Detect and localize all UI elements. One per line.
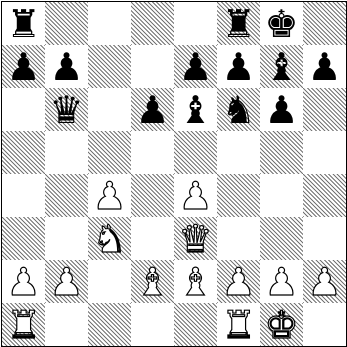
white-pawn-icon[interactable]: ♟ — [178, 177, 212, 215]
square-h3[interactable] — [303, 217, 346, 260]
square-e4[interactable]: ♟ — [174, 174, 217, 217]
square-f2[interactable]: ♟ — [217, 260, 260, 303]
black-pawn-icon[interactable]: ♟ — [264, 91, 298, 129]
square-e7[interactable]: ♟ — [174, 45, 217, 88]
black-pawn-icon[interactable]: ♟ — [6, 48, 40, 86]
square-e6[interactable]: ♝ — [174, 88, 217, 131]
square-g3[interactable] — [260, 217, 303, 260]
square-c6[interactable] — [88, 88, 131, 131]
square-b1[interactable] — [45, 303, 88, 346]
square-g5[interactable] — [260, 131, 303, 174]
white-bishop-icon[interactable]: ♝ — [135, 263, 169, 301]
square-a1[interactable]: ♜ — [2, 303, 45, 346]
white-pawn-icon[interactable]: ♟ — [221, 263, 255, 301]
black-pawn-icon[interactable]: ♟ — [221, 48, 255, 86]
white-bishop-icon[interactable]: ♝ — [178, 263, 212, 301]
square-h5[interactable] — [303, 131, 346, 174]
square-d1[interactable] — [131, 303, 174, 346]
white-queen-icon[interactable]: ♛ — [178, 220, 212, 258]
square-b6[interactable]: ♛ — [45, 88, 88, 131]
square-d2[interactable]: ♝ — [131, 260, 174, 303]
black-bishop-icon[interactable]: ♝ — [178, 91, 212, 129]
white-pawn-icon[interactable]: ♟ — [49, 263, 83, 301]
square-f8[interactable]: ♜ — [217, 2, 260, 45]
square-d4[interactable] — [131, 174, 174, 217]
square-a3[interactable] — [2, 217, 45, 260]
square-a4[interactable] — [2, 174, 45, 217]
square-g7[interactable]: ♝ — [260, 45, 303, 88]
square-e2[interactable]: ♝ — [174, 260, 217, 303]
white-pawn-icon[interactable]: ♟ — [6, 263, 40, 301]
white-pawn-icon[interactable]: ♟ — [92, 177, 126, 215]
white-rook-icon[interactable]: ♜ — [6, 306, 40, 344]
square-g8[interactable]: ♚ — [260, 2, 303, 45]
square-f4[interactable] — [217, 174, 260, 217]
square-g1[interactable]: ♚ — [260, 303, 303, 346]
square-f5[interactable] — [217, 131, 260, 174]
square-a7[interactable]: ♟ — [2, 45, 45, 88]
square-d8[interactable] — [131, 2, 174, 45]
black-bishop-icon[interactable]: ♝ — [264, 48, 298, 86]
black-rook-icon[interactable]: ♜ — [221, 5, 255, 43]
square-c4[interactable]: ♟ — [88, 174, 131, 217]
black-pawn-icon[interactable]: ♟ — [307, 48, 341, 86]
square-h7[interactable]: ♟ — [303, 45, 346, 88]
black-pawn-icon[interactable]: ♟ — [135, 91, 169, 129]
square-d6[interactable]: ♟ — [131, 88, 174, 131]
square-e3[interactable]: ♛ — [174, 217, 217, 260]
square-c5[interactable] — [88, 131, 131, 174]
square-b4[interactable] — [45, 174, 88, 217]
square-b2[interactable]: ♟ — [45, 260, 88, 303]
white-rook-icon[interactable]: ♜ — [221, 306, 255, 344]
square-b5[interactable] — [45, 131, 88, 174]
square-c3[interactable]: ♞ — [88, 217, 131, 260]
square-g4[interactable] — [260, 174, 303, 217]
square-h4[interactable] — [303, 174, 346, 217]
square-e1[interactable] — [174, 303, 217, 346]
black-queen-icon[interactable]: ♛ — [49, 91, 83, 129]
square-e8[interactable] — [174, 2, 217, 45]
square-f7[interactable]: ♟ — [217, 45, 260, 88]
square-h8[interactable] — [303, 2, 346, 45]
white-pawn-icon[interactable]: ♟ — [264, 263, 298, 301]
white-pawn-icon[interactable]: ♟ — [307, 263, 341, 301]
square-h1[interactable] — [303, 303, 346, 346]
white-king-icon[interactable]: ♚ — [264, 306, 298, 344]
square-h2[interactable]: ♟ — [303, 260, 346, 303]
square-g2[interactable]: ♟ — [260, 260, 303, 303]
square-d7[interactable] — [131, 45, 174, 88]
square-c7[interactable] — [88, 45, 131, 88]
square-c1[interactable] — [88, 303, 131, 346]
square-a5[interactable] — [2, 131, 45, 174]
square-b7[interactable]: ♟ — [45, 45, 88, 88]
square-b3[interactable] — [45, 217, 88, 260]
square-e5[interactable] — [174, 131, 217, 174]
square-c2[interactable] — [88, 260, 131, 303]
black-pawn-icon[interactable]: ♟ — [49, 48, 83, 86]
square-a8[interactable]: ♜ — [2, 2, 45, 45]
square-g6[interactable]: ♟ — [260, 88, 303, 131]
square-d5[interactable] — [131, 131, 174, 174]
square-f1[interactable]: ♜ — [217, 303, 260, 346]
square-f6[interactable]: ♞ — [217, 88, 260, 131]
square-h6[interactable] — [303, 88, 346, 131]
black-pawn-icon[interactable]: ♟ — [178, 48, 212, 86]
square-a6[interactable] — [2, 88, 45, 131]
square-b8[interactable] — [45, 2, 88, 45]
square-c8[interactable] — [88, 2, 131, 45]
square-f3[interactable] — [217, 217, 260, 260]
square-d3[interactable] — [131, 217, 174, 260]
white-knight-icon[interactable]: ♞ — [92, 220, 126, 258]
square-a2[interactable]: ♟ — [2, 260, 45, 303]
black-rook-icon[interactable]: ♜ — [6, 5, 40, 43]
black-king-icon[interactable]: ♚ — [264, 5, 298, 43]
black-knight-icon[interactable]: ♞ — [221, 91, 255, 129]
